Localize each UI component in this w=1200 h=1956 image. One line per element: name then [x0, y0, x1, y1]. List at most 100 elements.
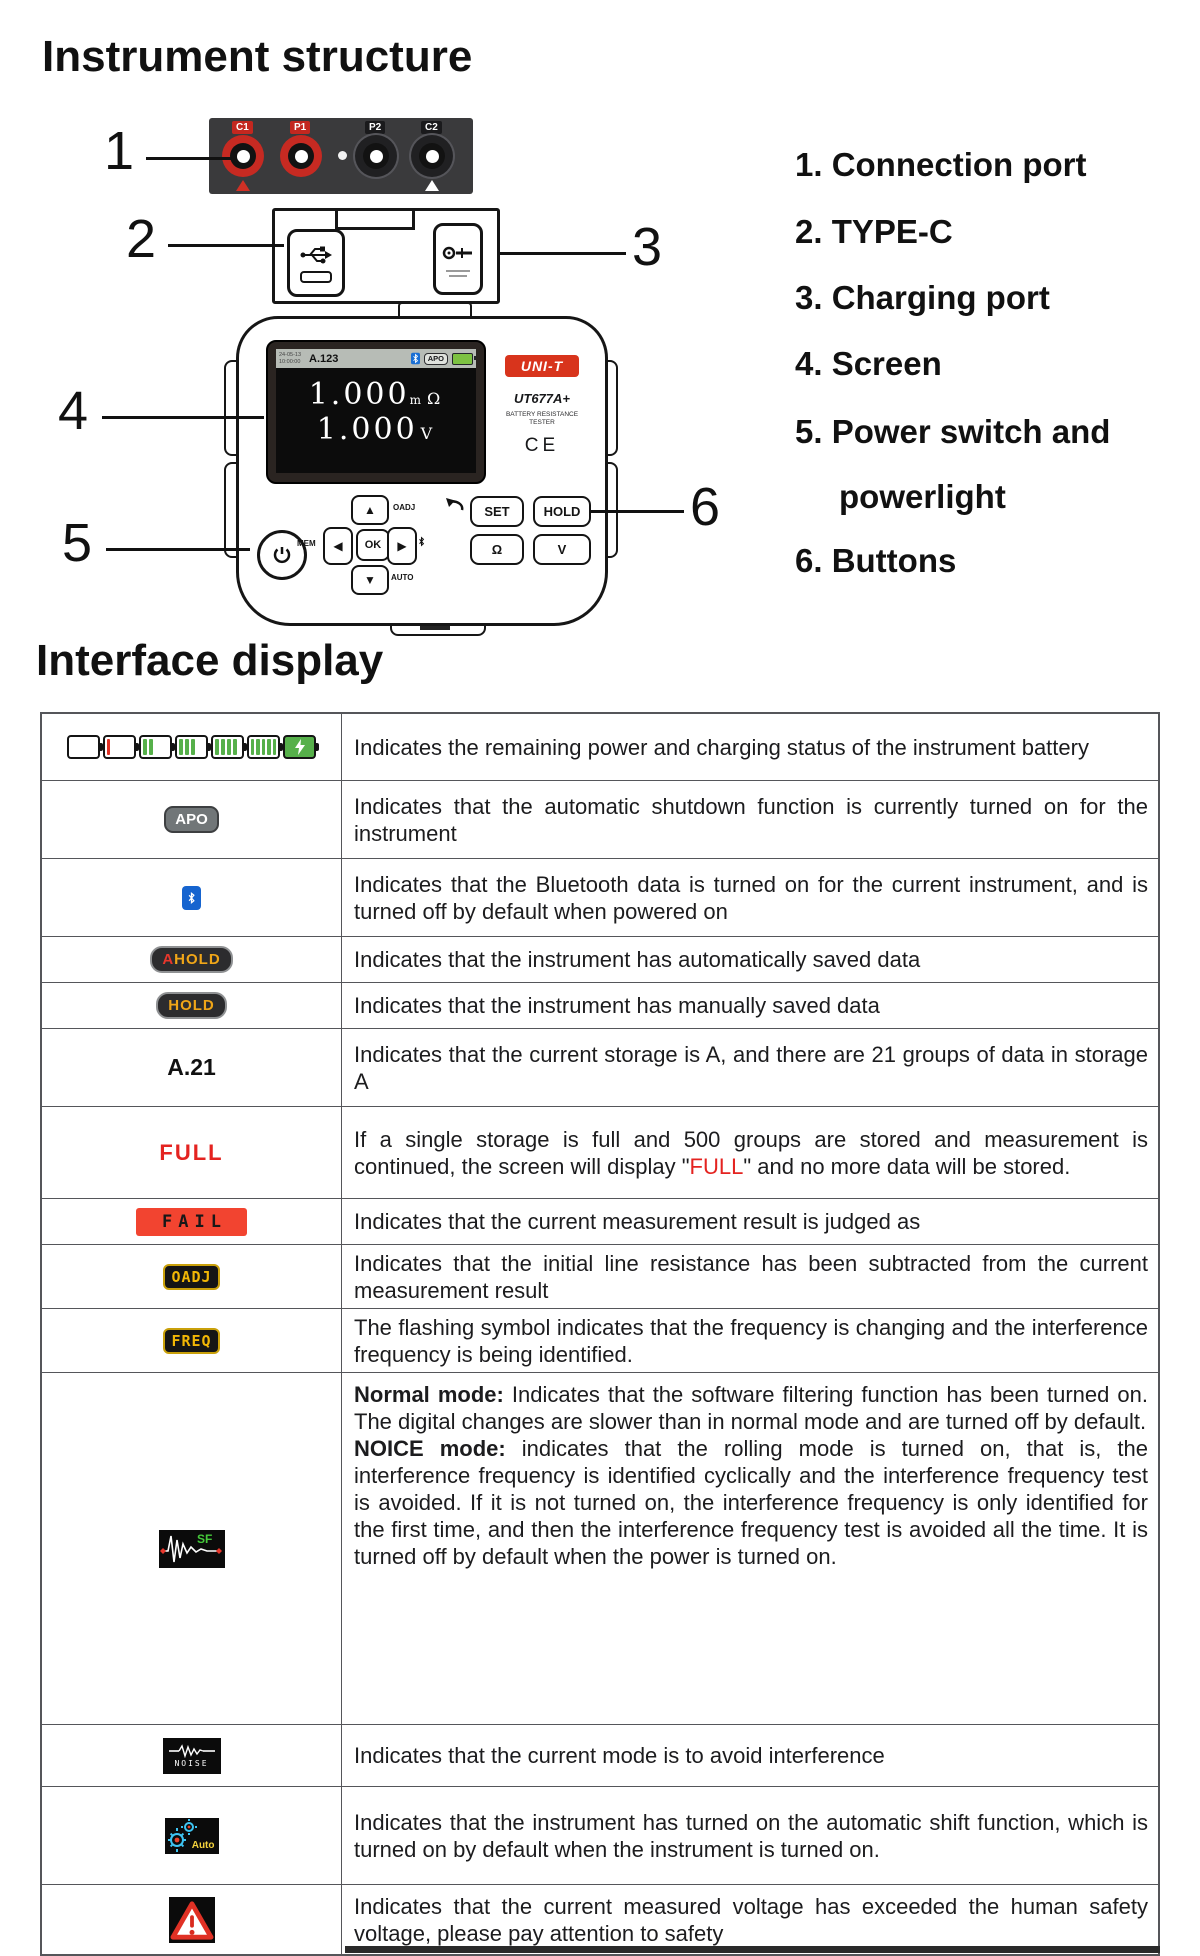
callout-5: 5	[62, 513, 93, 573]
a21-label: A.21	[167, 1054, 216, 1080]
callout-5-line	[106, 548, 250, 551]
legend-item-type-c: 2. TYPE-C	[795, 213, 953, 250]
high-voltage-warning-icon	[168, 1896, 215, 1943]
sf-waveform-icon: SF	[158, 1529, 225, 1568]
table-row-oadj: OADJ Indicates that the initial line res…	[42, 1244, 1158, 1308]
battery-charging-icon	[283, 735, 319, 759]
ce-mark: CE	[524, 435, 560, 456]
interface-display-table: Indicates the remaining power and chargi…	[40, 712, 1160, 1956]
table-row-ahold: AHOLD Indicates that the instrument has …	[42, 936, 1158, 982]
side-port-panel	[272, 208, 500, 304]
down-arrow-button[interactable]: ▼	[351, 565, 389, 595]
table-bottom-rule	[345, 1946, 1160, 1953]
panel-screw-icon	[338, 151, 347, 160]
ohm-button[interactable]: Ω	[470, 534, 524, 565]
bluetooth-icon	[182, 885, 201, 910]
table-row-voltage-warning: Indicates that the current measured volt…	[42, 1884, 1158, 1954]
apo-indicator: APO	[423, 352, 448, 365]
table-row-noise: NOISE Indicates that the current mode is…	[42, 1724, 1158, 1786]
oadj-key-label: OADJ	[393, 503, 416, 512]
oadj-badge-icon: OADJ	[163, 1263, 220, 1290]
table-row-auto: Auto Indicates that the instrument has t…	[42, 1786, 1158, 1884]
usb-slot	[300, 271, 332, 283]
table-row-software-filter: SF Normal mode: Indicates that the softw…	[42, 1372, 1158, 1724]
battery-empty-icon	[67, 735, 103, 759]
right-arrow-button[interactable]: ▶	[387, 527, 417, 565]
usb-symbol-icon	[300, 246, 332, 264]
set-button[interactable]: SET	[470, 496, 524, 527]
section-title-interface-display: Interface display	[36, 636, 384, 685]
callout-6-line	[590, 510, 684, 513]
callout-4: 4	[58, 381, 89, 441]
port-p2-icon	[355, 135, 397, 177]
callout-1: 1	[104, 121, 135, 181]
callout-6: 6	[690, 477, 721, 537]
lcd-storage-indicator: A.123	[309, 352, 339, 365]
battery-4bar-icon	[211, 735, 247, 759]
legend-item-buttons: 6. Buttons	[795, 542, 957, 579]
table-row-a21: A.21 Indicates that the current storage …	[42, 1028, 1158, 1106]
table-row-apo: APO Indicates that the automatic shutdow…	[42, 780, 1158, 858]
port-c2-icon	[411, 135, 453, 177]
type-c-port-icon	[287, 229, 345, 297]
model-subtitle: BATTERY RESISTANCE TESTER	[505, 411, 579, 426]
ok-button[interactable]: OK	[356, 529, 390, 561]
callout-1-line	[146, 157, 232, 160]
port-p1-icon	[280, 135, 322, 177]
connection-port-panel: C1 P1 P2 C2	[209, 118, 473, 194]
table-row-hold: HOLD Indicates that the instrument has m…	[42, 982, 1158, 1028]
charging-port-icon	[433, 223, 483, 295]
table-row-fail: FAIL Indicates that the current measurem…	[42, 1198, 1158, 1244]
brand-logo: UNI-T	[505, 355, 579, 377]
model-number: UT677A+	[514, 391, 570, 406]
port-label-c2: C2	[421, 121, 442, 134]
callout-3-line	[500, 252, 626, 255]
battery-full-icon	[247, 735, 283, 759]
back-arrow-icon	[446, 498, 464, 511]
panel-hinge	[335, 208, 415, 230]
battery-2bar-icon	[139, 735, 175, 759]
table-row-freq: FREQ The flashing symbol indicates that …	[42, 1308, 1158, 1372]
power-button[interactable]	[257, 530, 307, 580]
hold-button[interactable]: HOLD	[533, 496, 591, 527]
ahold-badge-icon: AHOLD	[150, 946, 233, 973]
port-c1-icon	[222, 135, 264, 177]
callout-2-line	[168, 244, 284, 247]
fail-badge-icon: FAIL	[136, 1207, 247, 1236]
voltage-value: 1.000	[316, 412, 418, 447]
battery-indicator-icon	[452, 352, 476, 365]
legend-item-screen: 4. Screen	[795, 345, 942, 382]
legend-item-power-switch: 5. Power switch and	[795, 413, 1111, 450]
battery-low-icon	[103, 735, 139, 759]
battery-3bar-icon	[175, 735, 211, 759]
left-arrow-button[interactable]: ◀	[323, 527, 353, 565]
bluetooth-icon	[410, 352, 420, 365]
legend-item-charging-port: 3. Charging port	[795, 279, 1050, 316]
section-title-instrument-structure: Instrument structure	[42, 32, 473, 81]
port-label-p2: P2	[365, 121, 386, 134]
auto-shift-icon: Auto	[164, 1817, 219, 1854]
dc-label-line	[446, 270, 470, 272]
power-icon	[273, 547, 291, 564]
c2-marker-triangle-icon	[425, 180, 439, 191]
callout-4-line	[102, 416, 264, 419]
volt-button[interactable]: V	[533, 534, 591, 565]
table-row-battery: Indicates the remaining power and chargi…	[42, 714, 1158, 780]
dc-jack-symbol-icon	[442, 246, 472, 260]
legend-item-power-switch-line2: powerlight	[839, 478, 1006, 515]
apo-badge-icon: APO	[164, 806, 219, 833]
full-label: FULL	[159, 1139, 224, 1165]
mem-key-label: MEM	[297, 539, 316, 548]
resistance-value: 1.000	[308, 377, 410, 412]
table-row-bluetooth: Indicates that the Bluetooth data is tur…	[42, 858, 1158, 936]
battery-status-icons	[67, 735, 319, 759]
hold-badge-icon: HOLD	[156, 992, 227, 1019]
lcd-timestamp: 24-05-13 10:00:00	[279, 352, 302, 365]
svg-text:SF: SF	[197, 1532, 212, 1546]
up-arrow-button[interactable]: ▲	[351, 495, 389, 525]
auto-key-label: AUTO	[391, 573, 414, 582]
